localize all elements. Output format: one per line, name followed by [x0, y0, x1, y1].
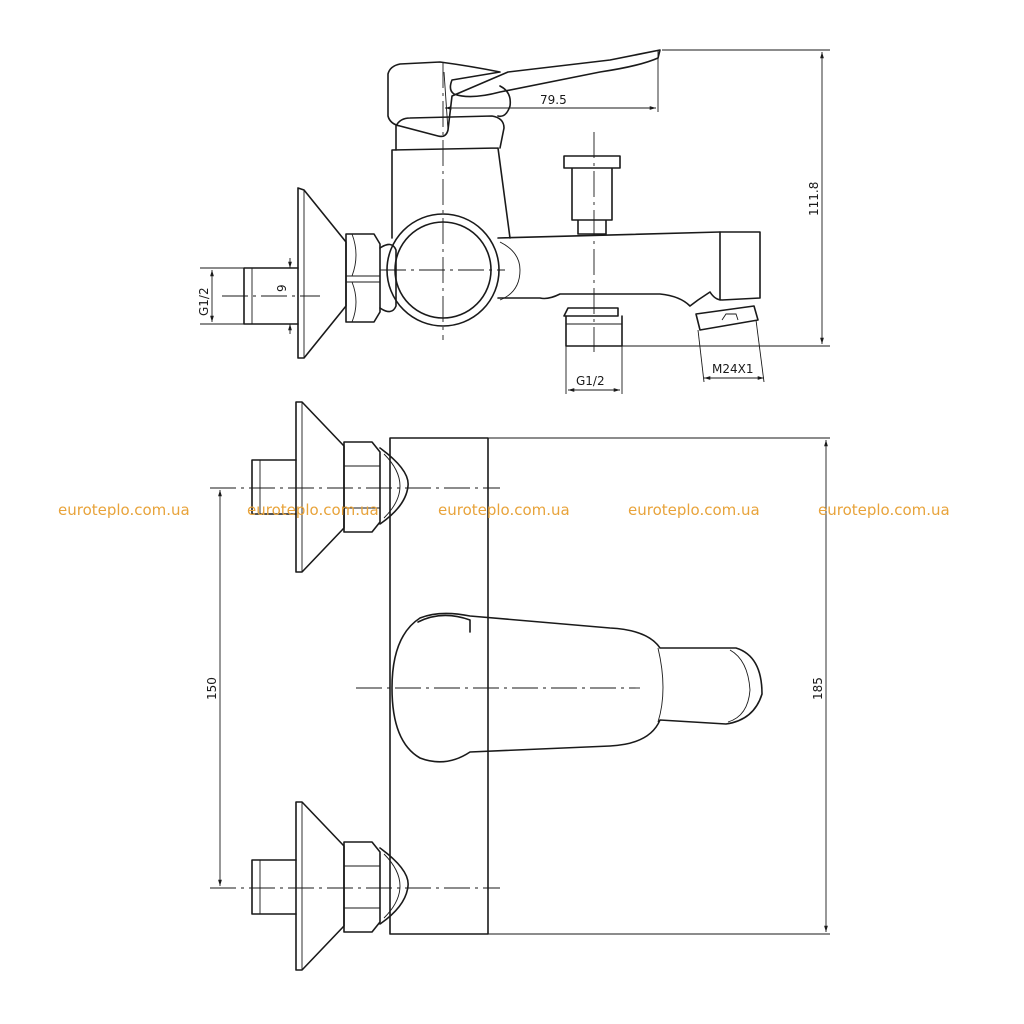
dim-height: 111.8: [807, 182, 821, 216]
side-mixer-body: [391, 147, 511, 239]
side-lever-handle: [387, 49, 661, 138]
side-spout-aerator: [695, 305, 759, 331]
dim-spout-thread: M24X1: [712, 362, 753, 376]
front-lower-inlet-pipe: [251, 859, 297, 915]
front-view: 150 185: [205, 401, 830, 971]
side-bottom-outlet: [563, 307, 623, 347]
dim-inlet-spacing: 150: [205, 677, 219, 700]
dim-inlet-thread: G1/2: [197, 287, 211, 316]
side-hex-nut: [345, 233, 381, 323]
front-lower-hex-nut: [343, 841, 381, 933]
watermark-3: euroteplo.com.ua: [438, 501, 570, 519]
side-view: 79.5 111.8 G1/2 9 G1/2 M24X1: [197, 49, 830, 394]
watermark-2: euroteplo.com.ua: [247, 501, 379, 519]
front-upper-hex-nut: [343, 441, 381, 533]
watermark-5: euroteplo.com.ua: [818, 501, 950, 519]
dim-inlet-depth: 9: [275, 284, 289, 292]
watermark-1: euroteplo.com.ua: [58, 501, 190, 519]
side-diverter-knob: [563, 155, 621, 235]
dim-outlet-thread: G1/2: [576, 374, 605, 388]
watermark-row: euroteplo.com.ua euroteplo.com.ua eurote…: [58, 501, 950, 519]
front-upper-inlet-pipe: [251, 459, 297, 515]
watermark-4: euroteplo.com.ua: [628, 501, 760, 519]
side-wall-flange: [297, 187, 347, 359]
front-lever-handle: [391, 612, 763, 763]
front-lower-flange: [295, 801, 345, 971]
dim-handle-length: 79.5: [540, 93, 567, 107]
dim-body-height: 185: [811, 677, 825, 700]
front-upper-flange: [295, 401, 345, 573]
